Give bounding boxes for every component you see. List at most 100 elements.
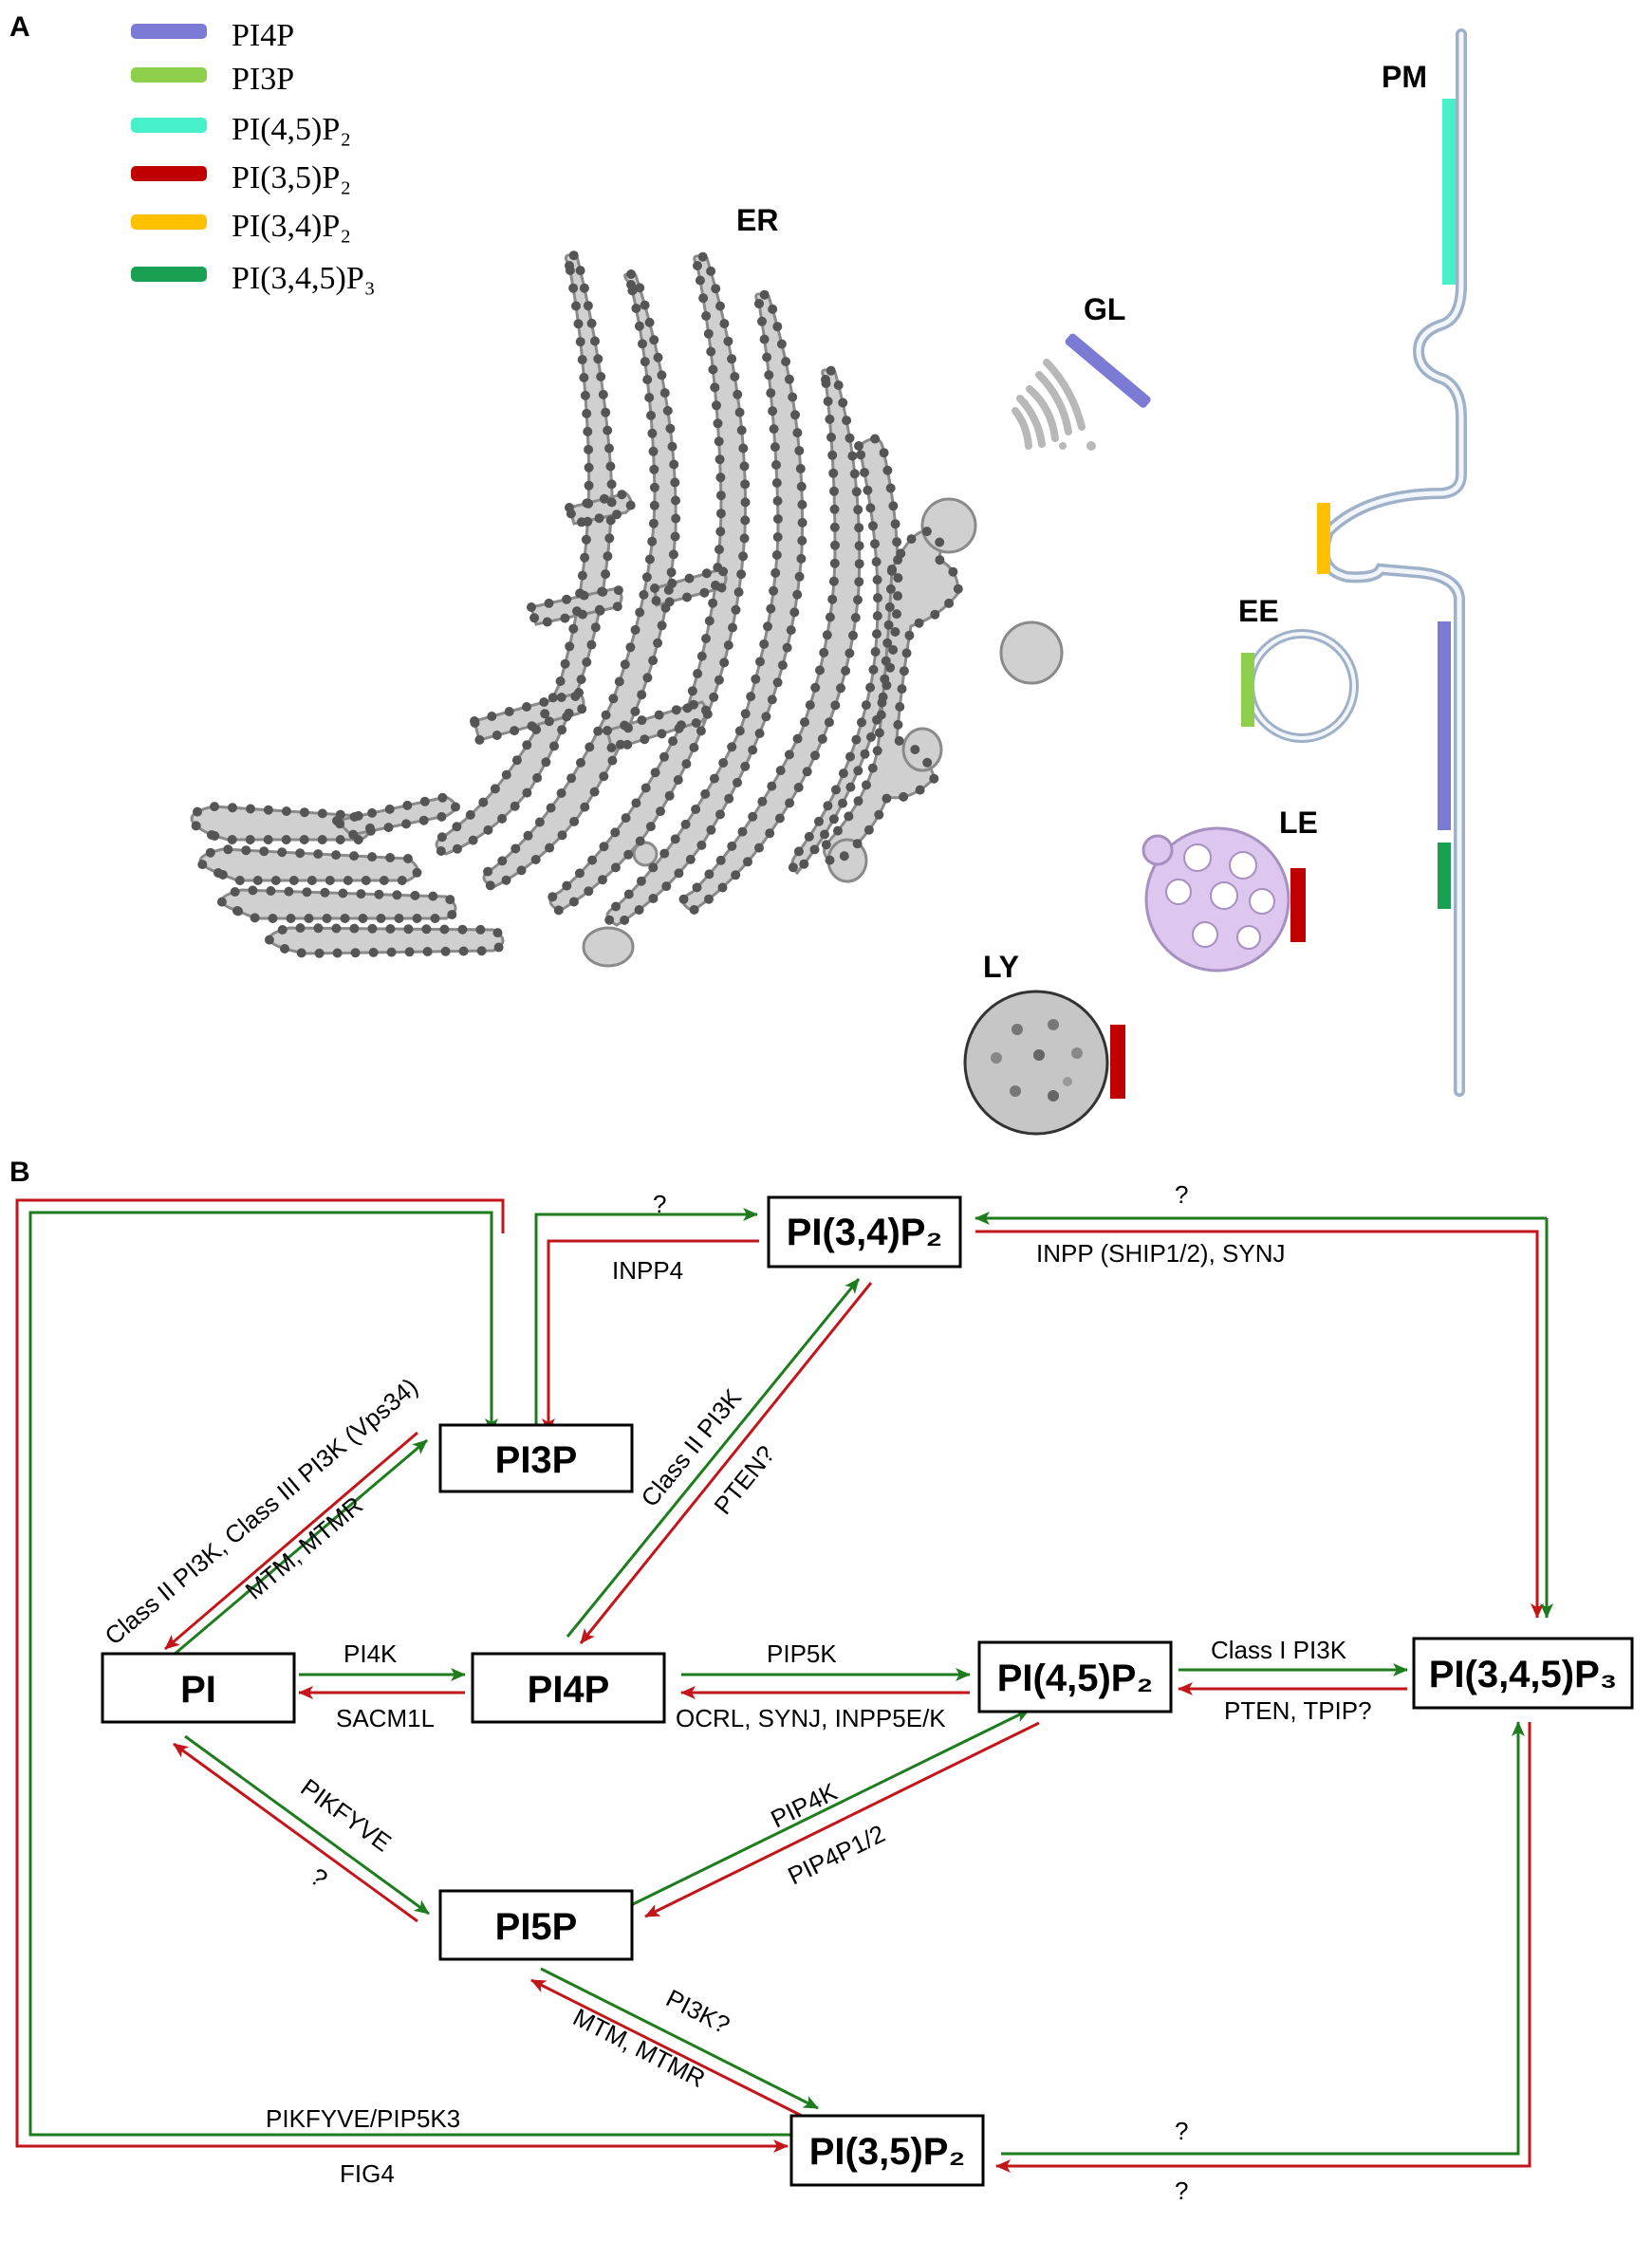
ribosome-dot [606, 497, 617, 508]
ribosome-dot [874, 809, 884, 820]
ribosome-dot [892, 537, 902, 547]
ribosome-dot [451, 802, 460, 812]
ribosome-dot [568, 897, 579, 907]
ribosome-dot [678, 894, 689, 904]
enzyme-label: PIP4P1/2 [783, 1819, 889, 1890]
ribosome-dot [296, 948, 306, 958]
ribosome-dot [620, 915, 630, 925]
ribosome-dot [623, 889, 634, 899]
ribosome-dot [825, 855, 835, 865]
ribosome-dot [704, 894, 714, 904]
ribosome-dot [640, 300, 650, 310]
ribosome-dot [539, 697, 549, 707]
ribosome-dot [383, 823, 394, 833]
legend-item-pi3p: PI3P [131, 62, 294, 97]
ribosome-dot [604, 915, 615, 925]
ribosome-dot [821, 379, 831, 389]
ribosome-dot [701, 311, 712, 321]
ribosome-dot [419, 796, 430, 806]
ribosome-dot [701, 568, 712, 579]
ribosome-dot [568, 250, 579, 261]
ribosome-dot [640, 357, 650, 367]
ribosome-dot [641, 572, 652, 583]
ribosome-dot [625, 642, 636, 653]
ribosome-dot [647, 428, 658, 438]
ribosome-dot [295, 923, 306, 934]
ribosome-dot [544, 598, 554, 608]
ribosome-dot [585, 742, 595, 752]
legend-item-pi4p: PI4P [131, 18, 294, 53]
ribosome-dot [579, 590, 589, 601]
ribosome-dot [853, 796, 863, 806]
enzyme-label: Class II PI3K, Class III PI3K (Vps34) [100, 1372, 423, 1650]
ribosome-dot [445, 895, 455, 905]
ribosome-dot [777, 660, 788, 671]
svg-text:PI(3,4)P₂: PI(3,4)P₂ [787, 1212, 943, 1253]
ribosome-dot [447, 910, 457, 919]
ribosome-dot [598, 875, 607, 885]
ribosome-dot [897, 684, 907, 695]
ribosome-dot [935, 555, 945, 565]
ribosome-dot [718, 758, 729, 768]
ribosome-dot [867, 763, 878, 773]
ribosome-dot [590, 336, 600, 346]
ribosome-dot [403, 924, 414, 935]
ribosome-dot [788, 862, 798, 873]
node-pi345p3: PI(3,4,5)P₃ [1412, 1637, 1634, 1710]
ribosome-dot [904, 630, 915, 640]
ribosome-dot [862, 780, 871, 790]
ribosome-dot [532, 772, 543, 783]
ribosome-dot [670, 834, 680, 844]
ribosome-dot [743, 857, 752, 867]
ribosome-dot [842, 416, 852, 426]
ribosome-dot [841, 666, 851, 676]
svg-text:PI(3,5)P₂: PI(3,5)P₂ [809, 2131, 966, 2173]
ribosome-dot [863, 824, 874, 835]
panel-label-b: B [9, 1157, 30, 1188]
ribosome-dot [700, 705, 711, 715]
ribosome-dot [772, 322, 783, 332]
ribosome-dot [828, 814, 839, 824]
ribosome-dot [662, 405, 673, 416]
ribosome-dot [786, 625, 796, 636]
early-endosome [1245, 629, 1359, 743]
ribosome-dot [653, 638, 663, 648]
ribosome-dot [731, 604, 741, 615]
ribosome-dot [669, 459, 679, 470]
ribosome-dot [671, 513, 681, 524]
ribosome-dot [767, 781, 777, 791]
ribosome-dot [478, 797, 489, 807]
ribosome-dot [868, 664, 879, 675]
ribosome-dot [687, 686, 697, 696]
ribosome-dot [888, 644, 899, 655]
ribosome-dot [790, 410, 800, 420]
ribosome-dot [714, 436, 724, 447]
ribosome-dot [668, 549, 678, 560]
ribosome-dot [870, 539, 880, 549]
ribosome-dot [245, 835, 255, 844]
ribosome-dot [599, 842, 609, 852]
ribosome-dot [392, 890, 402, 900]
ribosome-dot [715, 491, 726, 501]
ribosome-dot [410, 890, 420, 900]
ribosome-dot [650, 583, 659, 593]
ribosome-dot [733, 587, 744, 598]
ribosome-dot [653, 352, 663, 362]
ribosome-dot [895, 702, 905, 712]
ribosome-dot [784, 374, 794, 384]
ribosome-dot [899, 791, 909, 802]
ribosome-dot [659, 848, 670, 859]
ribosome-dot [674, 868, 684, 879]
ribosome-dot [601, 569, 611, 580]
ribosome-dot [594, 513, 604, 524]
ee-label: EE [1238, 594, 1279, 628]
ribosome-dot [542, 617, 552, 627]
node-pi: PI [101, 1652, 296, 1724]
ribosome-dot [584, 462, 594, 472]
ribosome-dot [556, 693, 566, 702]
ribosome-dot [404, 947, 415, 957]
ribosome-dot [465, 809, 475, 820]
ribosome-dot [376, 914, 386, 923]
ribosome-dot [830, 700, 841, 711]
ribosome-dot [612, 602, 622, 612]
